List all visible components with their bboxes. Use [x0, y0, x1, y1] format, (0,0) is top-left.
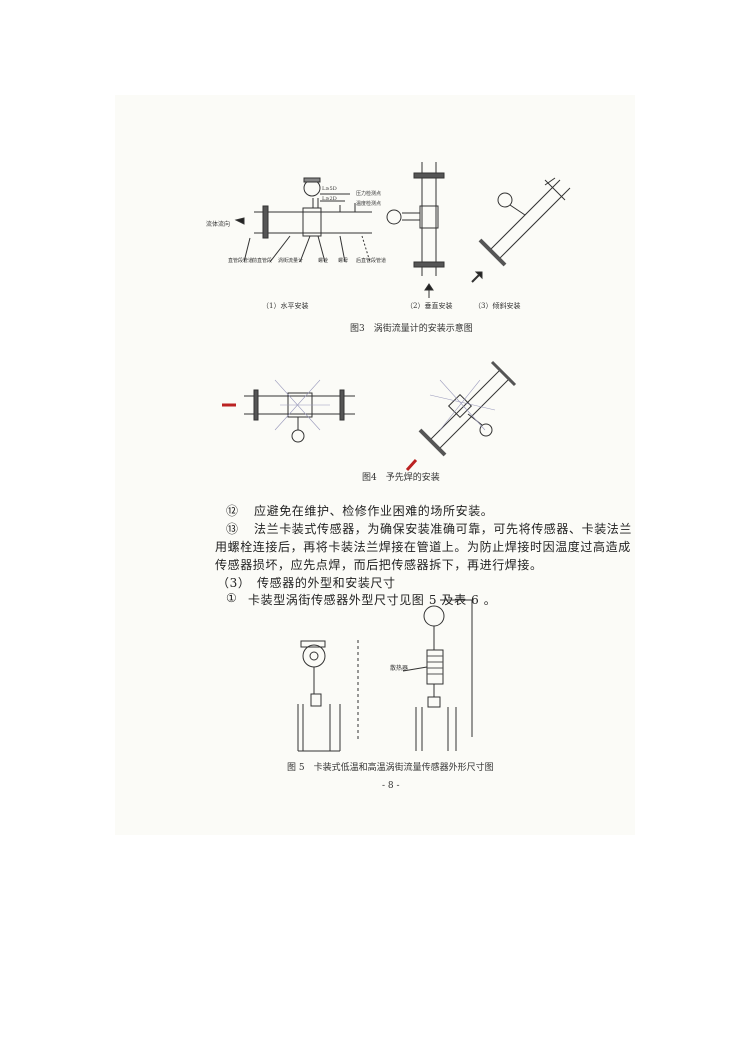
callout-label: 螺栓 — [318, 258, 329, 264]
item-13-line-2: 用螺栓连接后，再将卡装法兰焊接在管道上。为防止焊接时因温度过高造成 — [215, 540, 631, 554]
figure-5-low-temp-sensor-drawing — [297, 640, 359, 752]
sub-caption-inclined: （3）倾斜安装 — [474, 302, 521, 310]
item-13-marker: ⑬ — [226, 522, 239, 536]
figure-5-caption: 图 5 卡装式低温和高温涡街流量传感器外形尺寸图 — [287, 763, 494, 773]
item-1-text: 卡装型涡街传感器外型尺寸见图 5 及表 6 。 — [248, 593, 497, 607]
page-number: - 8 - — [382, 781, 400, 791]
figure-3-inclined-drawing — [471, 177, 571, 283]
figure-3-horizontal-drawing — [234, 177, 372, 263]
callout-label: 压力检测点 — [356, 191, 382, 197]
item-12-text: 应避免在维护、检修作业困难的场所安装。 — [254, 504, 494, 518]
callout-label: 温度检测点 — [356, 201, 382, 207]
callout-label: 螺母 — [338, 258, 349, 264]
figure-3-vertical-drawing — [386, 162, 445, 298]
figure-4-horizontal-drawing — [222, 379, 355, 443]
flow-direction-label: 流体流向 — [206, 221, 231, 228]
flow-arrow-icon — [424, 283, 434, 291]
callout-label: 后直管段管道 — [356, 258, 387, 264]
callout-label: 前直管段 — [252, 258, 273, 264]
item-13-line-3: 传感器损坏，应先点焊，而后把传感器拆下，再进行焊接。 — [215, 558, 543, 572]
figure-4-inclined-drawing — [405, 360, 517, 472]
radiator-callout: 散热器 — [390, 665, 409, 672]
scanned-page — [115, 95, 635, 835]
dimension-label: L≥5D — [322, 186, 337, 192]
item-13-line-1: 法兰卡装式传感器，为确保安装准确可靠，可先将传感器、卡装法兰 — [254, 522, 633, 536]
figure-4-caption: 图4 予先焊的安装 — [362, 473, 440, 483]
dimension-label: L≥2D — [322, 196, 337, 202]
sub-caption-vertical: （2）垂直安装 — [406, 302, 453, 310]
figure-5-high-temp-sensor-drawing — [402, 599, 473, 751]
figure-3-caption: 图3 涡街流量计的安装示意图 — [350, 324, 473, 334]
section-3-heading: （3） 传感器的外型和安装尺寸 — [217, 576, 396, 590]
flow-arrow-icon — [474, 271, 483, 280]
item-1-marker: ① — [226, 591, 238, 605]
callout-label: 直管段管道 — [228, 258, 254, 264]
sub-caption-horizontal: （1）水平安装 — [262, 302, 309, 310]
item-12-marker: ⑫ — [226, 504, 239, 518]
callout-label: 涡街流量计 — [278, 258, 304, 264]
flow-arrow-icon — [234, 217, 245, 225]
